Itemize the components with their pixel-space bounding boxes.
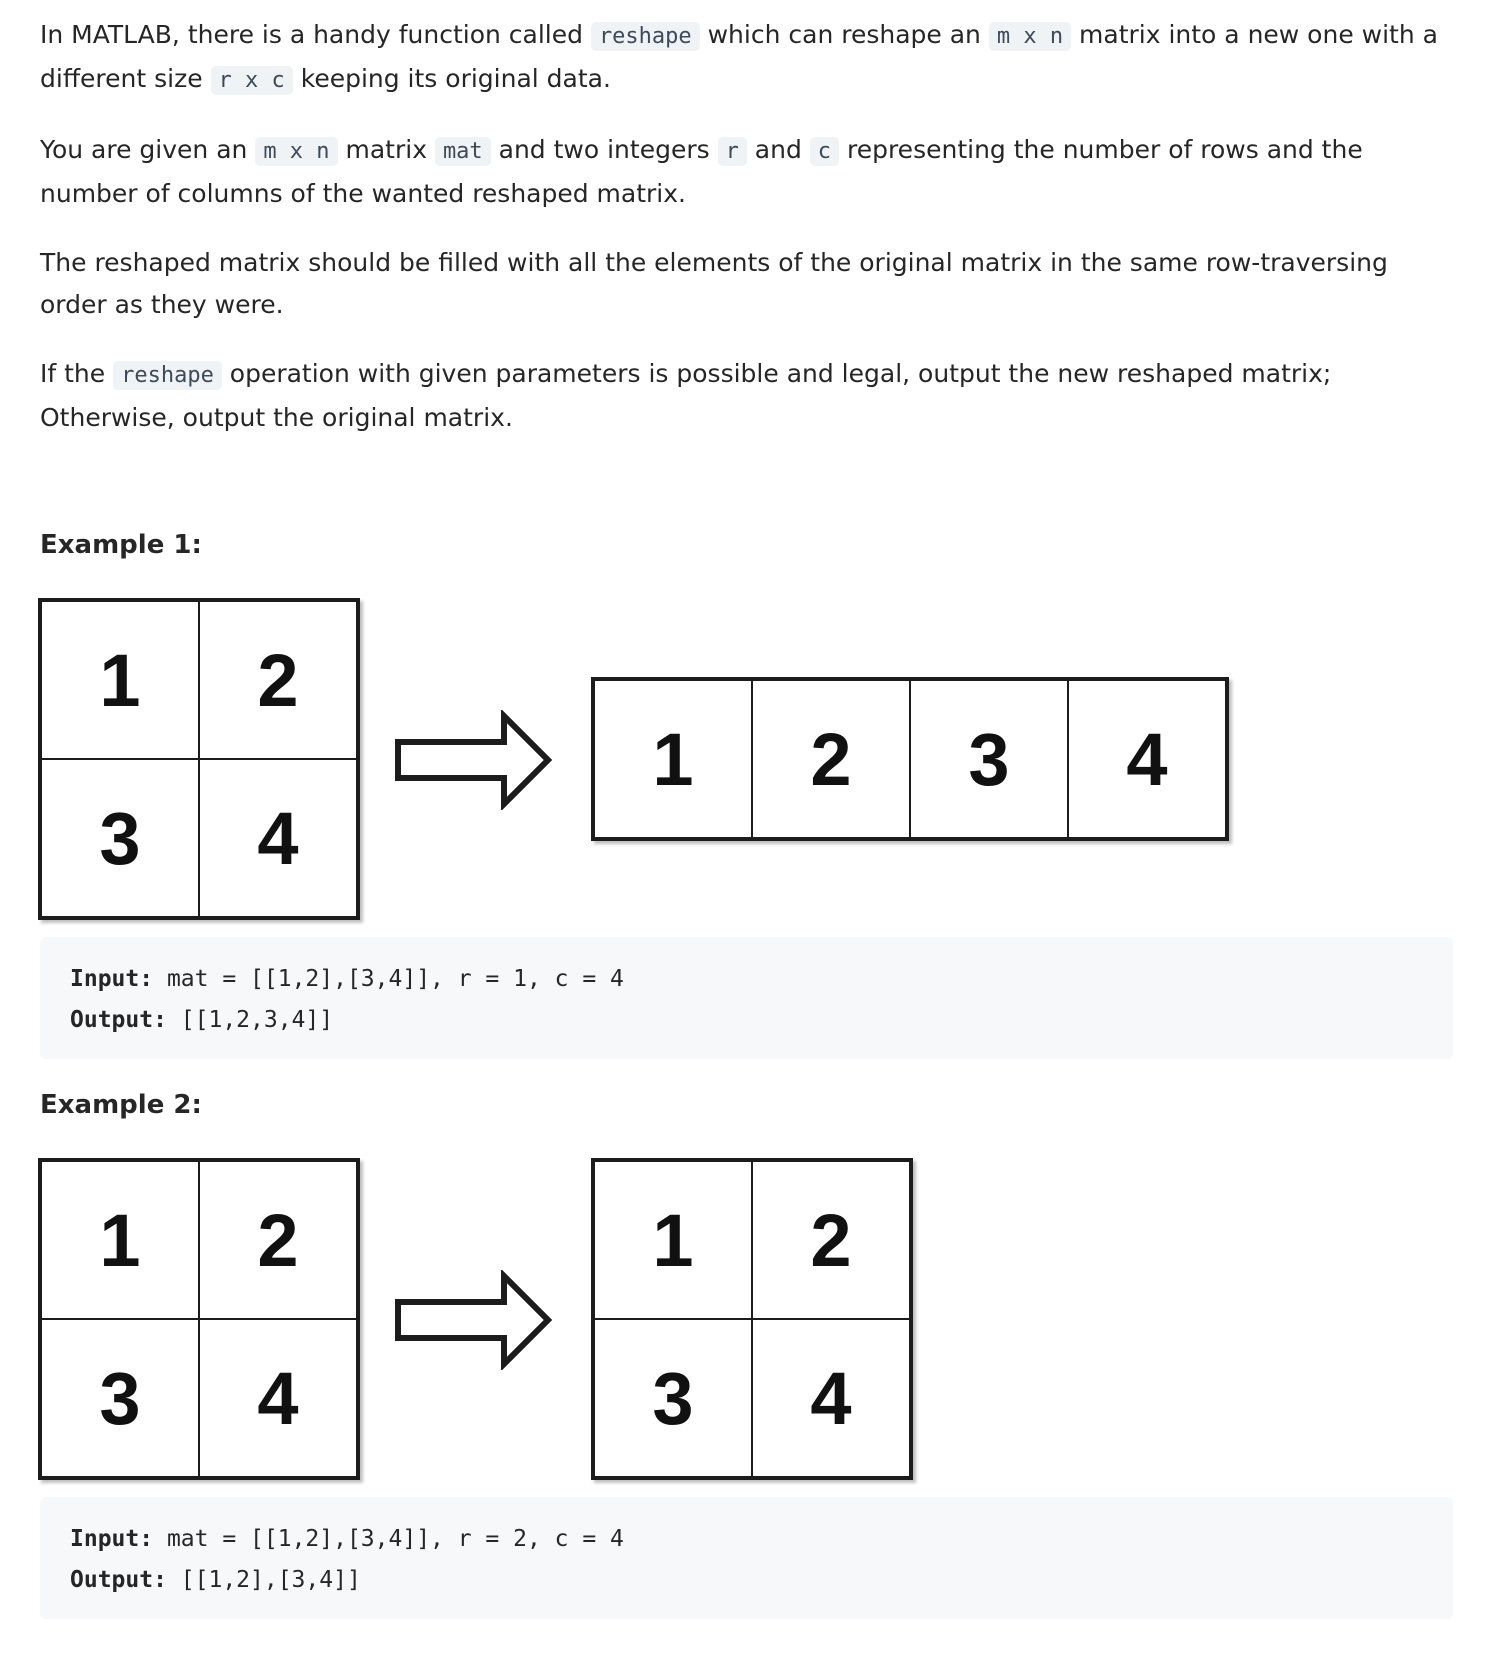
- example-2-input-matrix: 1 2 3 4: [38, 1158, 360, 1480]
- inline-code-r: r: [717, 137, 747, 166]
- output-value: [[1,2,3,4]]: [166, 1007, 334, 1033]
- text-span: and: [746, 135, 810, 164]
- matrix-cell: 1: [594, 680, 752, 838]
- matrix-cell: 4: [199, 1319, 357, 1477]
- input-label: Input:: [70, 1526, 154, 1552]
- example-1-heading: Example 1:: [40, 530, 202, 560]
- right-arrow-icon: [395, 710, 553, 810]
- text-span: representing the number of rows and the …: [40, 135, 1363, 208]
- inline-code-m-x-n: m x n: [255, 137, 338, 166]
- output-value: [[1,2],[3,4]]: [166, 1567, 361, 1593]
- matrix-cell: 3: [594, 1319, 752, 1477]
- matrix-cell: 2: [199, 601, 357, 759]
- example-2-output-line: Output: [[1,2],[3,4]]: [70, 1560, 1423, 1601]
- text-span: If the: [40, 359, 114, 388]
- description-paragraph-1: In MATLAB, there is a handy function cal…: [40, 14, 1450, 102]
- example-1-input-line: Input: mat = [[1,2],[3,4]], r = 1, c = 4: [70, 959, 1423, 1000]
- example-2-output-matrix: 1 2 3 4: [591, 1158, 913, 1480]
- input-value: mat = [[1,2],[3,4]], r = 1, c = 4: [153, 966, 624, 992]
- output-label: Output:: [70, 1007, 167, 1033]
- inline-code-reshape: reshape: [590, 22, 700, 51]
- input-value: mat = [[1,2],[3,4]], r = 2, c = 4: [153, 1526, 624, 1552]
- inline-code-mat: mat: [434, 137, 491, 166]
- matrix-cell: 3: [41, 759, 199, 917]
- example-2-heading: Example 2:: [40, 1090, 202, 1120]
- text-span: and two integers: [490, 135, 718, 164]
- matrix-cell: 1: [41, 601, 199, 759]
- inline-code-m-x-n: m x n: [988, 22, 1072, 51]
- right-arrow-icon: [395, 1270, 553, 1370]
- description-paragraph-2: You are given an m x n matrix mat and tw…: [40, 129, 1450, 215]
- output-label: Output:: [70, 1567, 167, 1593]
- text-span: In MATLAB, there is a handy function cal…: [40, 20, 591, 49]
- example-1-output-matrix: 1 2 3 4: [591, 677, 1229, 841]
- text-span: You are given an: [40, 135, 256, 164]
- inline-code-c: c: [809, 137, 840, 166]
- text-span: keeping its original data.: [292, 64, 611, 93]
- matrix-cell: 2: [752, 680, 910, 838]
- matrix-cell: 4: [1068, 680, 1226, 838]
- text-span: which can reshape an: [699, 20, 989, 49]
- matrix-cell: 4: [199, 759, 357, 917]
- example-2-input-line: Input: mat = [[1,2],[3,4]], r = 2, c = 4: [70, 1519, 1423, 1560]
- example-2-code-block: Input: mat = [[1,2],[3,4]], r = 2, c = 4…: [40, 1497, 1453, 1619]
- example-2-figure: 1 2 3 4 1 2 3 4: [38, 1158, 1338, 1482]
- text-span: operation with given parameters is possi…: [40, 359, 1332, 432]
- example-1-code-block: Input: mat = [[1,2],[3,4]], r = 1, c = 4…: [40, 937, 1453, 1059]
- text-span: matrix into a new one with a different s…: [40, 20, 1438, 93]
- matrix-cell: 1: [594, 1161, 752, 1319]
- matrix-cell: 1: [41, 1161, 199, 1319]
- matrix-cell: 3: [41, 1319, 199, 1477]
- example-1-output-line: Output: [[1,2,3,4]]: [70, 1000, 1423, 1041]
- matrix-cell: 3: [910, 680, 1068, 838]
- problem-description: In MATLAB, there is a handy function cal…: [40, 14, 1450, 466]
- matrix-cell: 2: [199, 1161, 357, 1319]
- matrix-cell: 2: [752, 1161, 910, 1319]
- inline-code-r-x-c: r x c: [210, 66, 293, 95]
- example-1-figure: 1 2 3 4 1 2 3 4: [38, 598, 1338, 922]
- description-paragraph-3: The reshaped matrix should be filled wit…: [40, 248, 1388, 319]
- example-1-input-matrix: 1 2 3 4: [38, 598, 360, 920]
- matrix-cell: 4: [752, 1319, 910, 1477]
- text-span: matrix: [337, 135, 435, 164]
- description-paragraph-4: If the reshape operation with given para…: [40, 353, 1450, 439]
- inline-code-reshape: reshape: [113, 361, 222, 390]
- input-label: Input:: [70, 966, 154, 992]
